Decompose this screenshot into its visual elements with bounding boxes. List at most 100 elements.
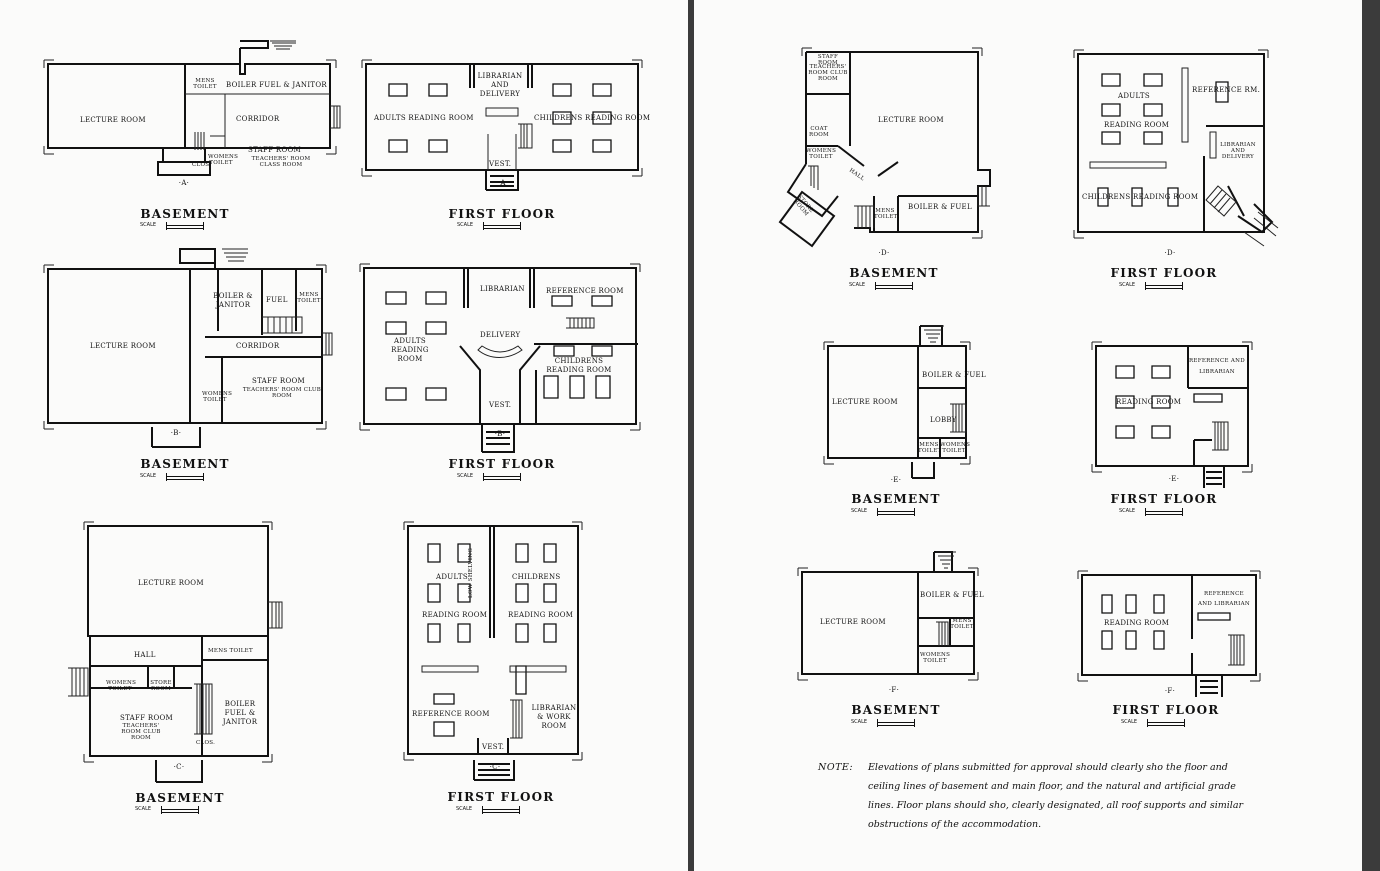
- plan-mark: ·C·: [173, 763, 185, 771]
- plan-f-first-drawing: [1072, 565, 1272, 703]
- scale-label: SCALE: [1121, 719, 1138, 725]
- scale-label: SCALE: [849, 282, 866, 288]
- scale-bar: SCALE: [851, 719, 941, 727]
- label-staff-room: STAFF ROOM: [252, 377, 305, 385]
- plan-e-first-floor: REFERENCE AND LIBRARIAN READING ROOM ·E·: [1088, 338, 1258, 488]
- scale-bar: SCALE: [135, 806, 225, 814]
- label-lecture-room: LECTURE ROOM: [832, 398, 898, 406]
- scale-bar: SCALE: [140, 473, 230, 481]
- label-hall: HALL: [134, 651, 156, 659]
- plan-mark: ·C·: [489, 763, 501, 771]
- scale-bar: SCALE: [456, 806, 546, 814]
- label-reading-room-left: READING ROOM: [422, 611, 488, 619]
- plan-d-first-floor: ADULTS READING ROOM REFERENCE RM. LIBRAR…: [1068, 46, 1278, 257]
- caption-first-floor-d: FIRST FLOOR: [1110, 266, 1218, 280]
- label-librarian: LIBRARIAN: [480, 285, 525, 293]
- label-adults: ADULTS: [436, 573, 468, 581]
- label-lecture-room: LECTURE ROOM: [138, 579, 204, 587]
- plan-b-first-drawing: [356, 262, 648, 452]
- plan-mark: ·F·: [1164, 687, 1176, 695]
- right-page: STAFF ROOM TEACHERS' ROOM CLUB ROOM LECT…: [694, 0, 1362, 871]
- caption-basement-e: BASEMENT: [851, 492, 941, 506]
- plan-mark: ·D·: [878, 249, 890, 257]
- plan-f-basement: LECTURE ROOM BOILER & FUEL MENS TOILET W…: [794, 550, 984, 700]
- note-text: Elevations of plans submitted for approv…: [868, 762, 1244, 830]
- label-lecture-room: LECTURE ROOM: [878, 116, 944, 124]
- label-clos: CLOS.: [192, 162, 212, 168]
- label-mens-toilet: MENS TOILET: [874, 208, 898, 220]
- caption-basement-a: BASEMENT: [140, 207, 230, 221]
- plan-mark: ·D·: [1164, 249, 1176, 257]
- plan-mark: ·B·: [170, 429, 182, 437]
- label-boiler-fuel-janitor: BOILER FUEL & JANITOR: [226, 81, 327, 89]
- plan-c-first-floor: ADULTS CHILDRENS READING ROOM READING RO…: [398, 518, 588, 788]
- plan-a-first-floor: LIBRARIAN AND DELIVERY ADULTS READING RO…: [358, 58, 651, 203]
- label-delivery: DELIVERY: [480, 331, 521, 339]
- caption-basement-c: BASEMENT: [135, 791, 225, 805]
- label-store-room: STORE ROOM: [150, 680, 172, 692]
- label-staff-room: STAFF ROOM: [248, 146, 301, 154]
- label-staff-note: TEACHERS' ROOM CLUB ROOM: [121, 723, 161, 741]
- scale-bar: SCALE: [457, 473, 547, 481]
- scale-bar: SCALE: [851, 508, 941, 516]
- plan-mark: ·F·: [888, 686, 900, 694]
- label-staff-note: TEACHERS' ROOM CLASS ROOM: [251, 156, 311, 168]
- scale-label: SCALE: [135, 806, 152, 812]
- label-reading-room: READING ROOM: [1104, 619, 1170, 627]
- caption-first-floor-a: FIRST FLOOR: [448, 207, 556, 221]
- label-womens-toilet: WOMENS TOILET: [920, 652, 951, 664]
- label-staff-note: TEACHERS' ROOM CLUB ROOM: [242, 387, 322, 399]
- label-boiler-fuel: BOILER & FUEL: [908, 203, 972, 211]
- plan-a-basement: LECTURE ROOM MENS TOILET BOILER FUEL & J…: [40, 38, 350, 198]
- plan-mark: ·E·: [890, 476, 902, 484]
- label-reference-room: REFERENCE ROOM: [412, 710, 490, 718]
- label-staff-room: STAFF ROOM: [817, 54, 839, 66]
- label-coat-room: COAT ROOM: [809, 126, 829, 138]
- scale-label: SCALE: [1119, 282, 1136, 288]
- label-vest: VEST.: [489, 401, 512, 409]
- caption-first-floor-c: FIRST FLOOR: [447, 790, 555, 804]
- label-boiler-janitor: BOILER & JANITOR: [213, 292, 253, 309]
- label-reading-room: READING ROOM: [1116, 398, 1182, 406]
- label-lecture-room: LECTURE ROOM: [90, 342, 156, 350]
- label-childrens-reading-room: CHILDRENS READING ROOM: [1082, 193, 1199, 201]
- label-librarian-work-room: LIBRARIAN & WORK ROOM: [531, 704, 577, 730]
- note-label: NOTE:: [818, 762, 854, 773]
- plan-f-basement-drawing: [794, 550, 984, 700]
- plan-b-first-floor: LIBRARIAN REFERENCE ROOM DELIVERY ADULTS…: [356, 262, 648, 452]
- label-childrens-reading-room: CHILDRENS READING ROOM: [534, 114, 651, 122]
- scale-bar: SCALE: [140, 222, 230, 230]
- caption-basement-d: BASEMENT: [849, 266, 939, 280]
- label-boiler-fuel: BOILER & FUEL: [920, 591, 984, 599]
- label-childrens: CHILDRENS: [512, 573, 561, 581]
- plan-e-basement: LECTURE ROOM BOILER & FUEL LOBBY MENS TO…: [822, 322, 986, 487]
- scale-label: SCALE: [457, 473, 474, 479]
- scale-bar: SCALE: [1119, 282, 1209, 290]
- label-vest: VEST.: [482, 743, 505, 751]
- label-low-shelving: LOW SHELVING: [468, 547, 474, 598]
- label-womens-toilet: WOMENS TOILET: [202, 391, 233, 403]
- label-fuel: FUEL: [266, 296, 288, 304]
- label-mens-toilet: MENS TOILET: [208, 648, 253, 654]
- label-staff-room: STAFF ROOM: [120, 714, 173, 722]
- scale-label: SCALE: [851, 508, 868, 514]
- label-boiler-fuel-janitor: BOILER FUEL & JANITOR: [222, 700, 258, 726]
- label-reference-and-librarian: REFERENCE AND LIBRARIAN: [1198, 591, 1250, 607]
- label-corridor: CORRIDOR: [236, 342, 280, 350]
- scale-bar: SCALE: [1121, 719, 1211, 727]
- label-adults-reading-room: ADULTS READING ROOM: [374, 114, 474, 122]
- label-clos: CLOS.: [196, 740, 216, 746]
- plan-c-first-drawing: [398, 518, 588, 788]
- label-corridor: CORRIDOR: [236, 115, 280, 123]
- label-librarian-delivery: LIBRARIAN AND DELIVERY: [1220, 142, 1256, 160]
- plan-d-basement: STAFF ROOM TEACHERS' ROOM CLUB ROOM LECT…: [778, 46, 1008, 257]
- scale-label: SCALE: [851, 719, 868, 725]
- caption-basement-b: BASEMENT: [140, 457, 230, 471]
- caption-first-floor-f: FIRST FLOOR: [1112, 703, 1220, 717]
- label-womens-toilet: WOMENS TOILET: [940, 442, 971, 454]
- label-mens-toilet: MENS TOILET: [193, 78, 217, 90]
- scale-label: SCALE: [1119, 508, 1136, 514]
- label-adults: ADULTS: [1118, 92, 1150, 100]
- label-womens-toilet: WOMENS TOILET: [806, 148, 837, 160]
- plan-a-first-drawing: [358, 58, 648, 203]
